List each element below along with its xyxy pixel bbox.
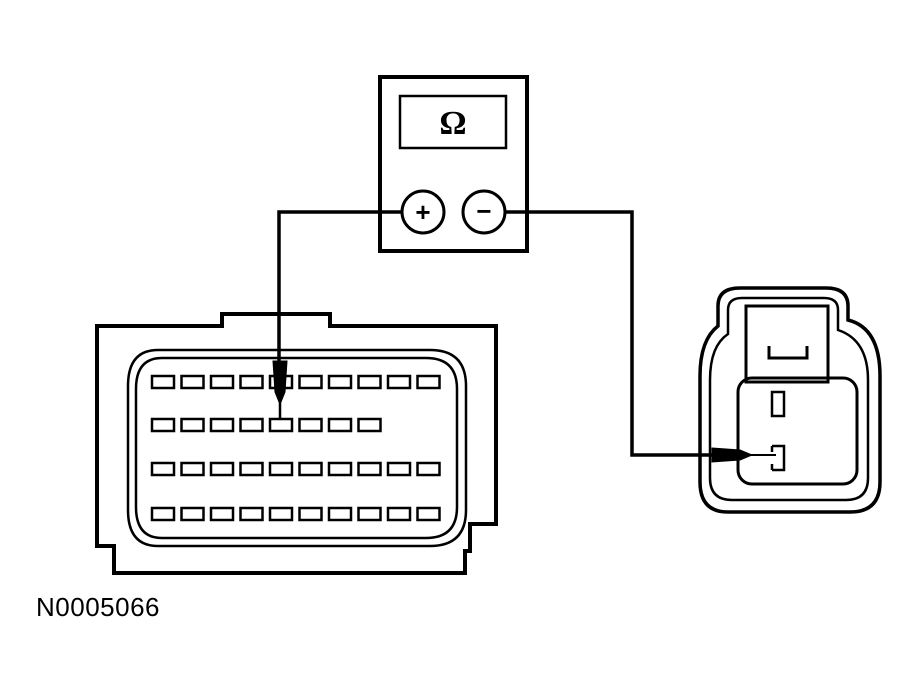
large-connector — [95, 312, 498, 575]
negative-probe-body — [711, 447, 754, 463]
pin-cavity — [298, 374, 323, 390]
pin-cavity — [327, 506, 353, 522]
negative-probe — [711, 447, 776, 463]
pin-cavity — [268, 461, 294, 477]
small-connector-pin-1 — [770, 390, 786, 418]
pin-cavity — [209, 461, 235, 477]
pin-cavity — [357, 461, 382, 477]
ohmmeter-body — [378, 75, 529, 253]
pin-cavity — [180, 374, 205, 390]
pin-cavity — [386, 461, 412, 477]
positive-test-lead — [277, 210, 402, 362]
pin-cavity — [239, 374, 264, 390]
pin-cavity — [298, 506, 323, 522]
pin-cavity — [416, 461, 441, 477]
positive-terminal-label: + — [415, 197, 430, 227]
large-connector-pins — [150, 374, 441, 522]
small-connector-cavity — [736, 376, 859, 486]
pin-cavity — [150, 506, 176, 522]
pin-cavity — [268, 506, 294, 522]
negative-terminal-label: − — [476, 196, 491, 226]
ohmmeter: Ω + − — [378, 75, 529, 253]
large-connector-inner-frame — [134, 356, 459, 540]
pin-cavity — [209, 506, 235, 522]
pin-cavity — [416, 506, 441, 522]
pin-cavity — [386, 506, 412, 522]
pin-cavity — [209, 417, 235, 433]
pin-cavity — [150, 461, 176, 477]
pin-cavity — [327, 461, 353, 477]
small-connector — [698, 286, 882, 514]
small-connector-outer — [698, 286, 882, 514]
pin-cavity — [357, 417, 382, 433]
ohmmeter-display — [398, 94, 508, 150]
small-connector-latch — [744, 304, 830, 384]
small-connector-inner — [708, 296, 870, 502]
pin-cavity — [180, 461, 205, 477]
pin-cavity — [239, 417, 264, 433]
pin-cavity — [327, 374, 353, 390]
pin-cavity — [416, 374, 441, 390]
pin-cavity — [150, 417, 176, 433]
positive-probe — [272, 360, 288, 420]
pin-cavity — [150, 374, 176, 390]
pin-cavity — [239, 506, 264, 522]
positive-probe-body — [272, 360, 288, 403]
figure-id: N0005066 — [36, 592, 160, 622]
small-connector-latch-tab — [767, 346, 809, 360]
pin-cavity — [209, 374, 235, 390]
pin-cavity — [357, 374, 382, 390]
large-connector-outer-frame — [126, 348, 468, 548]
pin-cavity — [298, 417, 323, 433]
pin-cavity — [357, 506, 382, 522]
small-connector-pin-2 — [770, 444, 786, 472]
pin-cavity — [327, 417, 353, 433]
negative-test-lead — [505, 210, 714, 457]
pin-cavity — [180, 417, 205, 433]
pin-cavity — [298, 461, 323, 477]
ohm-symbol: Ω — [439, 105, 466, 142]
pin-cavity — [268, 417, 294, 433]
pin-cavity — [386, 374, 412, 390]
pin-cavity — [180, 506, 205, 522]
pin-cavity — [239, 461, 264, 477]
large-connector-housing — [95, 312, 498, 575]
